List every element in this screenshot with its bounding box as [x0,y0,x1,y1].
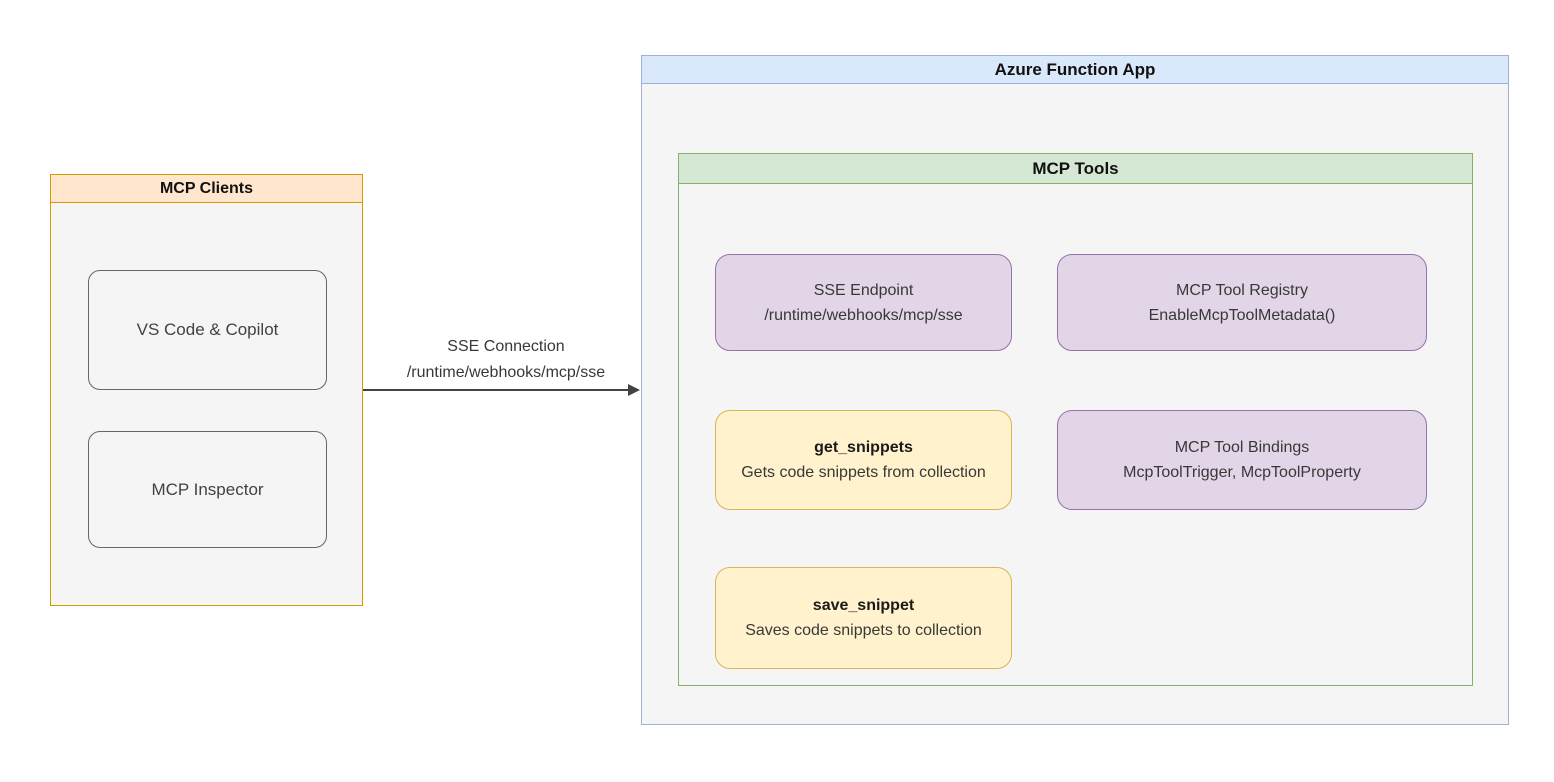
tool-box-sse-endpoint: SSE Endpoint /runtime/webhooks/mcp/sse [715,254,1012,351]
tool-box-title: get_snippets [814,439,913,456]
mcp-tools-title: MCP Tools [1032,158,1119,178]
tool-box-title: MCP Tool Bindings [1174,439,1310,456]
tool-box-title: SSE Endpoint [813,281,914,299]
sse-connection-label-line1: SSE Connection [447,338,565,355]
tool-box-mcp-tool-registry: MCP Tool Registry EnableMcpToolMetadata(… [1057,254,1427,351]
tool-box-title: save_snippet [812,597,915,614]
tool-box-subtitle: Saves code snippets to collection [745,622,982,639]
azure-function-app-header: Azure Function App [642,56,1508,84]
tool-box-mcp-tool-bindings: MCP Tool Bindings McpToolTrigger, McpToo… [1057,410,1427,510]
mcp-tools-panel: MCP Tools SSE Endpoint /runtime/webhooks… [678,153,1473,686]
mcp-tools-header: MCP Tools [679,154,1472,184]
tool-box-subtitle: EnableMcpToolMetadata() [1148,306,1336,324]
client-box-label: VS Code & Copilot [136,320,279,339]
sse-connection-label-line2: /runtime/webhooks/mcp/sse [406,364,606,381]
mcp-clients-panel: MCP Clients VS Code & Copilot MCP Inspec… [50,174,363,606]
client-box-label: MCP Inspector [151,479,264,499]
tool-box-subtitle: /runtime/webhooks/mcp/sse [764,306,963,324]
client-box-vs-code-copilot: VS Code & Copilot [88,270,327,390]
azure-function-app-panel: Azure Function App MCP Tools SSE Endpoin… [641,55,1509,725]
azure-function-app-title: Azure Function App [994,59,1156,79]
sse-connection-arrowhead-icon [628,384,640,396]
client-box-mcp-inspector: MCP Inspector [88,431,327,548]
tool-box-get-snippets: get_snippets Gets code snippets from col… [715,410,1012,510]
sse-connection-arrow-line [363,389,629,391]
tool-box-subtitle: McpToolTrigger, McpToolProperty [1123,464,1361,481]
mcp-clients-header: MCP Clients [51,175,362,203]
sse-connection-label: SSE Connection /runtime/webhooks/mcp/sse [356,334,656,386]
tool-box-save-snippet: save_snippet Saves code snippets to coll… [715,567,1012,669]
tool-box-subtitle: Gets code snippets from collection [741,464,986,481]
mcp-clients-title: MCP Clients [159,179,254,197]
tool-box-title: MCP Tool Registry [1176,281,1308,299]
